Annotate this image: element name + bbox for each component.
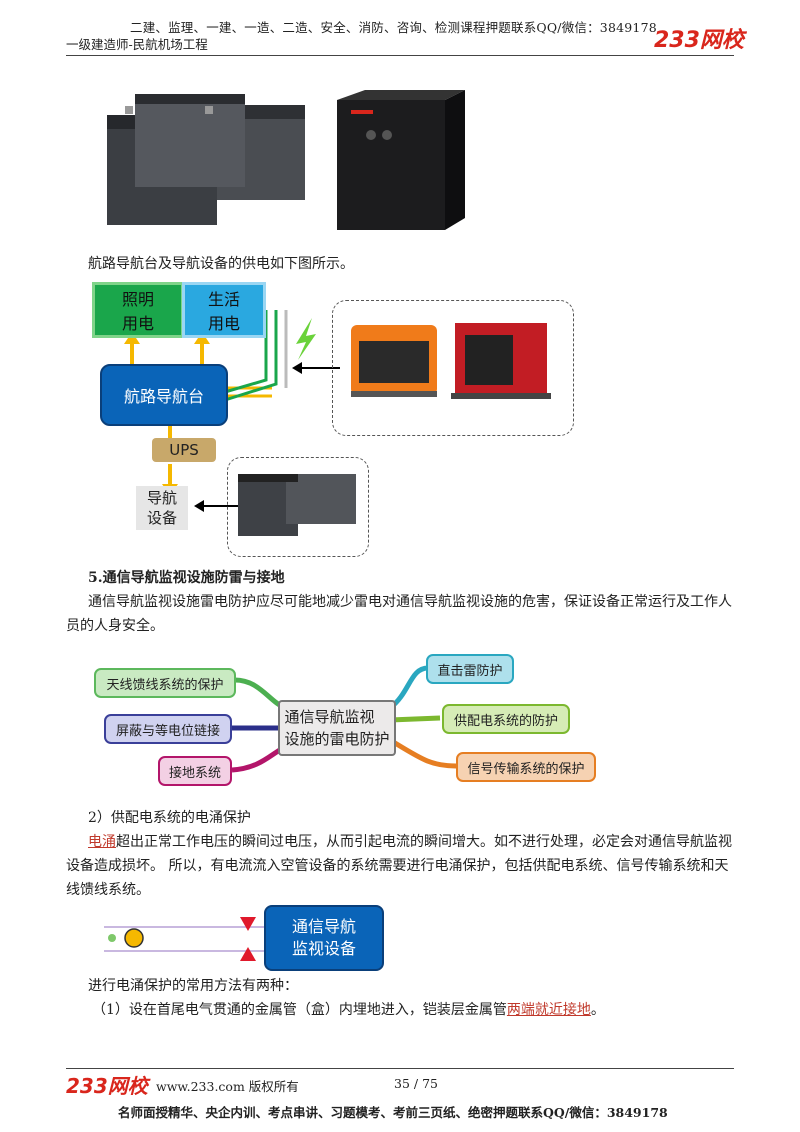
small-current-icon [108, 934, 116, 942]
page-number: 35 / 75 [394, 1076, 438, 1091]
surge-current-icon [124, 928, 144, 948]
living-power-box: 生活 用电 [182, 282, 266, 338]
surge-term-link[interactable]: 电涌 [88, 834, 116, 850]
generator-group [332, 300, 574, 436]
mindmap-node-antenna: 天线馈线系统的保护 [94, 668, 236, 698]
header-top-line: 二建、监理、一建、一造、二造、安全、消防、咨询、检测课程押题联系QQ/微信：38… [130, 20, 657, 35]
surge-protector-icon [240, 917, 256, 931]
power-intro-text: 航路导航台及导航设备的供电如下图所示。 [88, 256, 354, 272]
sub-heading: 2）供配电系统的电涌保护 [88, 810, 251, 826]
mindmap-node-grounding: 接地系统 [158, 756, 232, 786]
ups-unit-icon [337, 90, 465, 230]
battery-bank-icon [238, 474, 356, 536]
footer-bottom-line: 名师面授精华、央企内训、考点串讲、习题模考、考前三页纸、绝密押题联系QQ/微信：… [118, 1105, 668, 1120]
nav-equipment-box: 导航 设备 [136, 486, 188, 530]
method-one-link[interactable]: 两端就近接地 [506, 1002, 591, 1018]
mindmap-node-signal-transmission: 信号传输系统的保护 [456, 752, 596, 782]
surge-paragraph-body: 超出正常工作电压的瞬间过电压，从而引起电流的瞬间增大。如不进行处理，必定会对通信… [66, 834, 732, 898]
surge-equipment-box: 通信导航 监视设备 [264, 905, 384, 971]
lighting-power-box: 照明 用电 [92, 282, 184, 338]
mindmap-node-direct-strike: 直击雷防护 [426, 654, 514, 684]
surge-protection-diagram: 通信导航 监视设备 [96, 905, 396, 975]
lightning-protection-mindmap: 天线馈线系统的保护 屏蔽与等电位链接 接地系统 通信导航监视 设施的雷电防护 直… [90, 648, 610, 788]
header-divider [66, 55, 734, 56]
footer-copyright: www.233.com 版权所有 [156, 1079, 299, 1094]
mindmap-node-shielding: 屏蔽与等电位链接 [104, 714, 232, 744]
mindmap-node-power-distribution: 供配电系统的防护 [442, 704, 570, 734]
method-one-suffix: 。 [590, 1002, 605, 1018]
battery-group [227, 457, 369, 557]
header-subtitle: 一级建造师-民航机场工程 [66, 37, 208, 52]
battery-ups-photo [107, 90, 465, 230]
lightning-icon [296, 318, 316, 360]
section-heading: 5.通信导航监视设施防雷与接地 [88, 570, 285, 586]
generator-icon [351, 323, 551, 399]
methods-intro: 进行电涌保护的常用方法有两种： [88, 978, 298, 994]
intro-paragraph: 通信导航监视设施雷电防护应尽可能地减少雷电对通信导航监视设施的危害，保证设备正常… [66, 594, 732, 634]
ups-box: UPS [152, 438, 216, 462]
power-supply-diagram: 照明 用电 生活 用电 航路导航台 UPS 导航 设备 [90, 280, 580, 560]
nav-station-box: 航路导航台 [100, 364, 228, 426]
surge-lines [104, 917, 264, 961]
footer-logo: 233网校 [66, 1074, 148, 1098]
mindmap-center-node: 通信导航监视 设施的雷电防护 [278, 700, 396, 756]
battery-icon [107, 94, 305, 225]
method-one-prefix: （1）设在首尾电气贯通的金属管（盒）内埋地进入，铠装层金属管 [92, 1002, 507, 1018]
method-one: （1）设在首尾电气贯通的金属管（盒）内埋地进入，铠装层金属管两端就近接地。 [92, 998, 605, 1022]
surge-paragraph: 电涌超出正常工作电压的瞬间过电压，从而引起电流的瞬间增大。如不进行处理，必定会对… [66, 830, 738, 902]
footer-divider [66, 1068, 734, 1069]
header-logo: 233网校 [654, 28, 744, 53]
